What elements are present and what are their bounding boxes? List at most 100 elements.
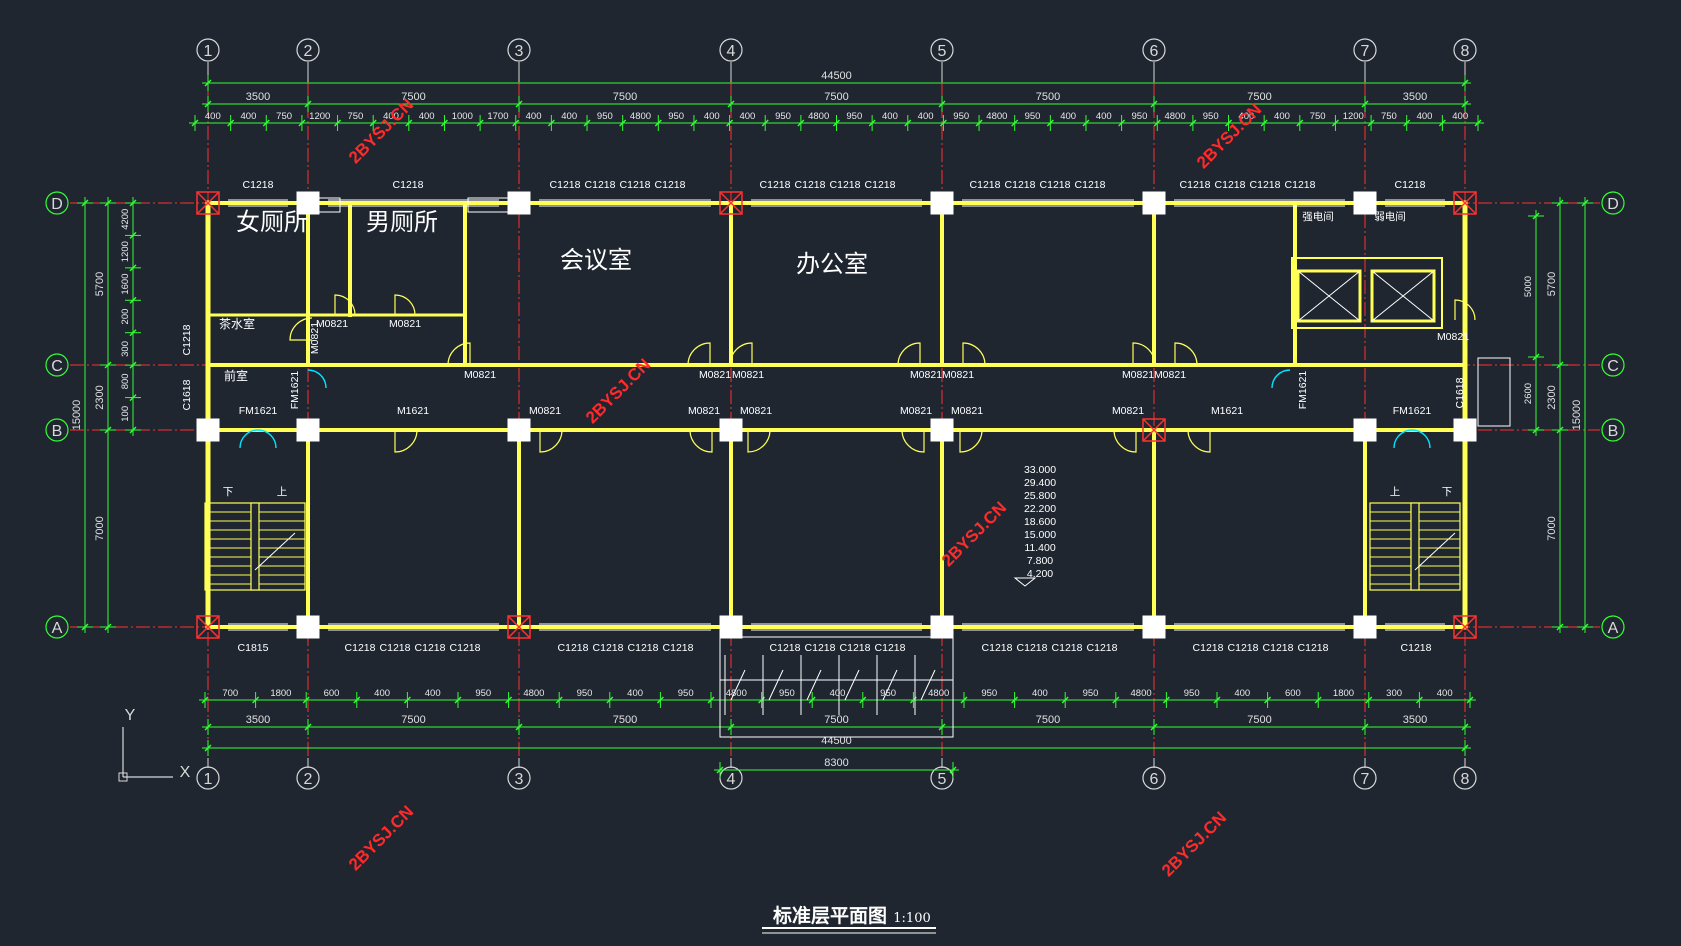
doors: [239, 294, 1476, 453]
top-sub-dim-label: 4800: [1164, 111, 1185, 122]
window-label-north: C1218: [1250, 179, 1281, 191]
canopy-glass-hatch: [768, 669, 784, 701]
axis-label: 2: [304, 771, 313, 788]
axis-bubble: [196, 766, 220, 790]
fire-door-east: [1411, 429, 1431, 449]
canopy-glass-hatch: [882, 669, 898, 701]
right-span-dim-tick: [1556, 361, 1564, 369]
right-sub-dim-tick: [1532, 212, 1540, 220]
window-label-north: C1218: [760, 179, 791, 191]
top-sub-dim-tick: [298, 119, 306, 127]
fire-door-west: [257, 429, 277, 449]
top-sub-dim-tick: [619, 119, 627, 127]
canopy-glass-hatch: [920, 669, 936, 701]
axis-label: D: [1607, 196, 1619, 213]
window-label-south: C1218: [1087, 642, 1118, 654]
axis-label: B: [1608, 423, 1619, 440]
door-swing-north: [1132, 342, 1156, 366]
bottom-span-dim-label: 7500: [824, 714, 848, 726]
top-span-dim-tick: [1150, 100, 1158, 108]
bottom-sub-dim-label: 400: [830, 688, 846, 699]
bottom-overall-dim-tick: [204, 744, 212, 752]
door-swing-tea-room: [289, 317, 313, 341]
stair-west-break: [254, 532, 296, 571]
bottom-sub-dim-label: 700: [222, 688, 238, 699]
top-sub-dim-tick: [1118, 119, 1126, 127]
top-sub-dim-tick: [334, 119, 342, 127]
fire-door-stair-west: [307, 369, 327, 389]
top-span-dim-label: 7500: [1036, 91, 1060, 103]
axis-bubble: [45, 418, 69, 442]
left-sub-dim-label: 200: [120, 309, 131, 325]
door-swing-toilet: [394, 294, 416, 316]
bottom-sub-dim-label: 300: [1386, 688, 1402, 699]
door-swing-south: [394, 429, 418, 453]
column: [1453, 191, 1477, 215]
top-sub-dim-label: 400: [918, 111, 934, 122]
column: [1453, 615, 1477, 639]
bottom-span-dim-tick: [204, 723, 212, 731]
bottom-sub-dim-label: 950: [577, 688, 593, 699]
window-label-north: C1218: [655, 179, 686, 191]
axis-label: 1: [204, 771, 213, 788]
walls: [205, 200, 1468, 630]
top-span-dim-label: 7500: [1247, 91, 1271, 103]
small-room-label: 弱电间: [1374, 210, 1406, 223]
axis-label: 4: [727, 43, 736, 60]
left-sub-dim-tick: [129, 361, 137, 369]
bottom-sub-dim-label: 400: [1437, 688, 1453, 699]
window-label-south: C1218: [1228, 642, 1259, 654]
room-label: 办公室: [796, 250, 868, 278]
right-span-dim-tick: [1556, 199, 1564, 207]
columns: [196, 191, 1477, 639]
left-sub-dim-label: 1600: [120, 274, 131, 295]
bottom-span-dim-tick: [938, 723, 946, 731]
left-sub-dim-tick: [129, 199, 137, 207]
door-label: M0821: [464, 369, 496, 381]
column: [296, 191, 320, 215]
top-sub-dim-label: 1200: [309, 111, 330, 122]
door-swing-north: [447, 342, 471, 366]
bottom-sub-dim-tick: [252, 696, 260, 704]
bottom-sub-dim-tick: [707, 696, 715, 704]
top-sub-dim-tick: [1225, 119, 1233, 127]
axis-bubble: [507, 766, 531, 790]
top-sub-dim-label: 400: [739, 111, 755, 122]
top-sub-dim-tick: [1438, 119, 1446, 127]
left-sub-dim-tick: [129, 394, 137, 402]
left-span-dim-tick: [104, 623, 112, 631]
door-swing-north: [962, 342, 986, 366]
axis-label: C: [1607, 358, 1619, 375]
door-swing-north: [729, 342, 753, 366]
bottom-span-dim-label: 7500: [1247, 714, 1271, 726]
room-label: 男厕所: [366, 208, 438, 236]
bottom-sub-dim-tick: [403, 696, 411, 704]
axis-label: 7: [1361, 771, 1370, 788]
top-span-dim-tick: [938, 100, 946, 108]
right-overall-dim-tick: [1581, 199, 1589, 207]
column: [507, 615, 531, 639]
column: [1453, 418, 1477, 442]
bottom-sub-dim-label: 400: [627, 688, 643, 699]
top-sub-dim-label: 400: [383, 111, 399, 122]
bottom-sub-dim-tick: [960, 696, 968, 704]
top-sub-dim-label: 1200: [1343, 111, 1364, 122]
east-balcony: [1477, 357, 1511, 427]
bottom-sub-dim-tick: [505, 696, 513, 704]
elevator-cross: [1297, 270, 1361, 322]
left-sub-dim-label: 4200: [120, 209, 131, 230]
axis-label: B: [52, 423, 63, 440]
top-sub-dim-label: 400: [882, 111, 898, 122]
bottom-sub-dim-tick: [1365, 696, 1373, 704]
top-sub-dim-label: 400: [1274, 111, 1290, 122]
axis-bubble: [1453, 766, 1477, 790]
top-sub-dim-tick: [405, 119, 413, 127]
window-label-south: C1218: [345, 642, 376, 654]
axis-bubble: [296, 766, 320, 790]
column: [196, 615, 220, 639]
left-span-dim-label: 7000: [94, 516, 106, 540]
elevation-value: 22.200: [1024, 503, 1056, 515]
top-sub-dim-label: 950: [953, 111, 969, 122]
